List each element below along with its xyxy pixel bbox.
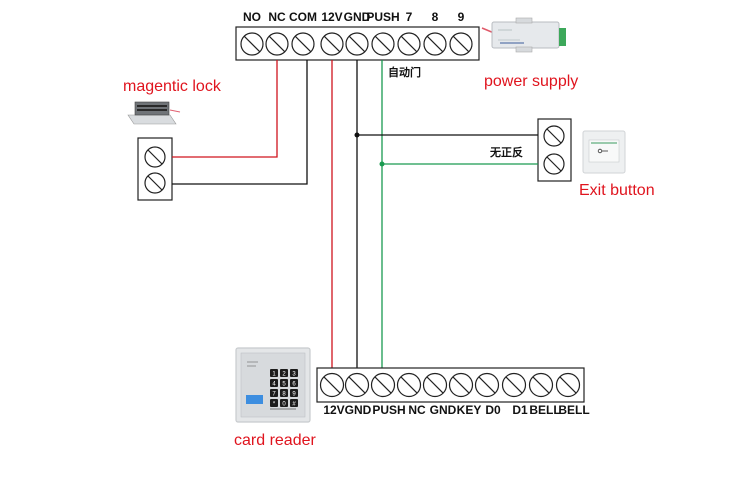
controller-terminal-label: 8 bbox=[432, 10, 439, 24]
keypad-key: 0 bbox=[280, 399, 288, 408]
exit-wire-note: 无正反 bbox=[489, 145, 523, 159]
controller-terminal-label: 7 bbox=[406, 10, 413, 24]
exit-terminal-2 bbox=[543, 153, 565, 175]
exit-button-label: Exit button bbox=[579, 182, 655, 199]
controller-terminal-label: COM bbox=[289, 10, 317, 24]
controller-terminal-screw bbox=[265, 32, 289, 56]
svg-text:3: 3 bbox=[292, 372, 296, 378]
svg-text:8: 8 bbox=[282, 392, 286, 398]
exit-button-image bbox=[582, 130, 626, 174]
reader-terminal-screw bbox=[448, 372, 474, 398]
reader-terminal-label: GND bbox=[345, 403, 372, 417]
reader-terminal-label: D1 bbox=[512, 403, 528, 417]
reader-terminal-screw bbox=[501, 372, 527, 398]
junction-gnd bbox=[354, 132, 360, 138]
controller-terminal-label: PUSH bbox=[366, 10, 399, 24]
wires: 自动门 无正反 bbox=[172, 60, 538, 368]
reader-terminal-screw bbox=[344, 372, 370, 398]
controller-terminal-screw bbox=[449, 32, 473, 56]
svg-text:9: 9 bbox=[292, 392, 296, 398]
reader-terminal-label: KEY bbox=[457, 403, 482, 417]
controller-terminal-screw bbox=[320, 32, 344, 56]
lock-terminal-2 bbox=[144, 172, 166, 194]
controller-terminal-label: NO bbox=[243, 10, 261, 24]
reader-terminal-screw bbox=[422, 372, 448, 398]
power-supply-image bbox=[481, 17, 566, 53]
svg-text:7: 7 bbox=[272, 392, 276, 398]
wire-com-to-lock bbox=[172, 60, 308, 185]
controller-terminal-screw bbox=[240, 32, 264, 56]
power-supply-label: power supply bbox=[484, 73, 578, 90]
keypad-key: 9 bbox=[290, 389, 298, 398]
junction-push bbox=[379, 161, 385, 167]
push-wire-note: 自动门 bbox=[388, 65, 421, 79]
controller-terminal-screw bbox=[291, 32, 315, 56]
keypad-key: 3 bbox=[290, 369, 298, 378]
controller-terminal-screw bbox=[345, 32, 369, 56]
controller-terminal-screw bbox=[423, 32, 447, 56]
wire-nc-to-lock bbox=[172, 60, 278, 158]
controller-terminal-label: GND bbox=[344, 10, 371, 24]
reader-terminal-screw bbox=[319, 372, 345, 398]
power-supply: power supply bbox=[481, 17, 578, 90]
magnetic-lock-label: magentic lock bbox=[123, 78, 222, 95]
exit-button: Exit button bbox=[537, 118, 655, 199]
reader-terminal-label: BELL bbox=[558, 403, 589, 417]
reader-terminal-screw bbox=[474, 372, 500, 398]
svg-text:4: 4 bbox=[272, 382, 276, 388]
reader-terminal-screw bbox=[370, 372, 396, 398]
reader-terminal-label: GND bbox=[430, 403, 457, 417]
lock-terminal-1 bbox=[144, 146, 166, 168]
keypad-key: * bbox=[270, 399, 278, 408]
svg-text:#: # bbox=[292, 402, 296, 408]
keypad-key: # bbox=[290, 399, 298, 408]
svg-text:*: * bbox=[273, 402, 276, 408]
exit-terminal-1 bbox=[543, 125, 565, 147]
svg-text:0: 0 bbox=[282, 402, 286, 408]
keypad-key: 8 bbox=[280, 389, 288, 398]
controller-terminal-label: 12V bbox=[321, 10, 342, 24]
keypad-key: 6 bbox=[290, 379, 298, 388]
reader-terminal-screw bbox=[555, 372, 581, 398]
keypad-key: 7 bbox=[270, 389, 278, 398]
keypad-key: 4 bbox=[270, 379, 278, 388]
controller-terminal-label: 9 bbox=[458, 10, 465, 24]
card-reader-label: card reader bbox=[234, 432, 316, 449]
svg-text:6: 6 bbox=[292, 382, 296, 388]
magnetic-lock-image bbox=[127, 101, 181, 125]
keypad-key: 2 bbox=[280, 369, 288, 378]
svg-text:1: 1 bbox=[272, 372, 276, 378]
reader-terminal-label: D0 bbox=[485, 403, 501, 417]
keypad-key: 1 bbox=[270, 369, 278, 378]
reader-terminal-label: 12V bbox=[323, 403, 344, 417]
reader-terminal-label: NC bbox=[408, 403, 426, 417]
reader-terminal-label: PUSH bbox=[372, 403, 405, 417]
svg-text:2: 2 bbox=[282, 372, 286, 378]
reader-terminal-screw bbox=[528, 372, 554, 398]
reader-terminal-label: BELL bbox=[529, 403, 560, 417]
controller-terminal-label: NC bbox=[268, 10, 286, 24]
keypad-key: 5 bbox=[280, 379, 288, 388]
controller-terminal-screw bbox=[397, 32, 421, 56]
svg-text:5: 5 bbox=[282, 382, 286, 388]
reader-terminal-screw bbox=[396, 372, 422, 398]
controller-terminal-screw bbox=[371, 32, 395, 56]
magnetic-lock: magentic lock bbox=[123, 78, 222, 201]
